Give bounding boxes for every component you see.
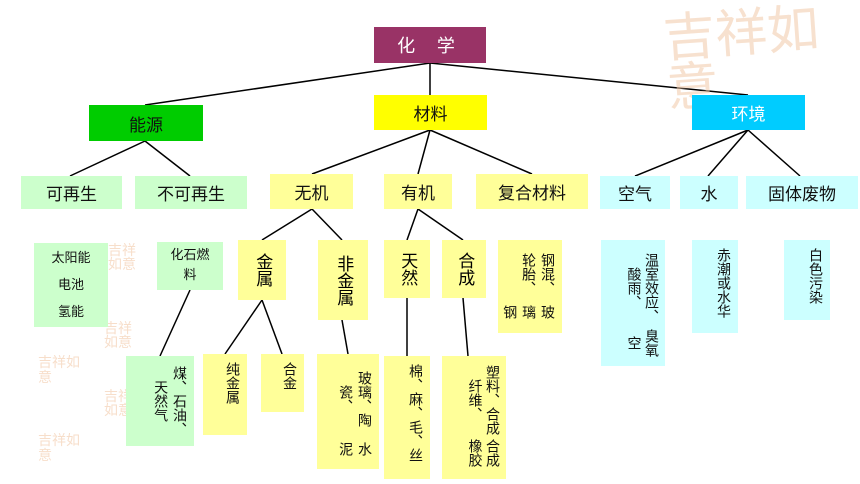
node-organic: 有机 xyxy=(384,174,452,209)
composite-line-2: 玻璃钢 xyxy=(501,305,555,320)
nonmetal-line-1: 玻璃、陶瓷、 xyxy=(337,371,372,428)
category-energy: 能源 xyxy=(89,105,203,141)
node-nonrenewable: 不可再生 xyxy=(135,176,247,209)
synthetic-line-2: 合成橡胶 xyxy=(466,439,501,468)
natural-examples: 棉、麻、毛、丝 xyxy=(384,356,430,479)
node-metal: 金属 xyxy=(238,240,286,300)
item-battery: 电池 xyxy=(57,277,84,293)
air-line-1: 温室效应、酸雨、 xyxy=(625,253,660,323)
synthetic-line-1: 塑料、合成纤维、 xyxy=(466,364,501,435)
node-solid-waste: 固体废物 xyxy=(746,176,858,209)
air-examples: 温室效应、酸雨、 臭氧空 xyxy=(601,240,665,366)
water-examples: 赤潮或水华 xyxy=(692,240,738,333)
item-solar: 太阳能 xyxy=(51,250,91,266)
fossil-examples: 煤、石油、天然气 xyxy=(126,356,194,446)
watermark-small: 吉祥如意 xyxy=(38,355,80,386)
item-hydrogen: 氢能 xyxy=(57,304,84,320)
nonmetal-line-2: 水泥 xyxy=(337,441,372,456)
node-inorganic: 无机 xyxy=(270,174,353,209)
watermark-small: 吉祥如意 xyxy=(108,243,136,273)
metal-alloy: 合金 xyxy=(261,354,304,412)
metal-pure: 纯金属 xyxy=(203,354,247,435)
watermark-small: 吉祥如意 xyxy=(104,389,132,419)
composite-examples: 钢混、轮胎、 玻璃钢 xyxy=(498,240,562,333)
node-air: 空气 xyxy=(600,176,670,209)
node-water: 水 xyxy=(680,176,738,209)
waste-examples: 白色污染 xyxy=(784,240,830,320)
synthetic-examples: 塑料、合成纤维、 合成橡胶 xyxy=(442,356,506,479)
air-line-2: 臭氧空 xyxy=(625,329,660,357)
nonmetal-examples: 玻璃、陶瓷、 水泥 xyxy=(317,354,379,469)
root-node: 化 学 xyxy=(374,27,486,63)
composite-line-1: 钢混、轮胎、 xyxy=(520,252,555,295)
node-natural: 天然 xyxy=(384,240,430,298)
node-synthetic: 合成 xyxy=(442,240,486,298)
category-materials: 材料 xyxy=(374,95,487,130)
node-fossil-fuel: 化石燃料 xyxy=(157,242,223,290)
watermark-small: 吉祥如意 xyxy=(38,433,80,464)
renewable-examples: 太阳能 电池 氢能 xyxy=(34,243,108,327)
node-nonmetal: 非金属 xyxy=(318,240,368,320)
watermark-small: 吉祥如意 xyxy=(104,321,132,351)
node-renewable: 可再生 xyxy=(21,176,122,209)
node-composite: 复合材料 xyxy=(476,174,588,209)
category-environment: 环境 xyxy=(692,95,805,130)
